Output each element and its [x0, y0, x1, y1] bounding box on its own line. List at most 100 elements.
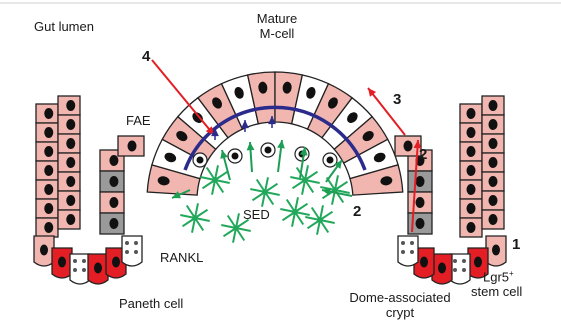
cell-nucleus [467, 165, 476, 176]
granule [134, 250, 138, 254]
cell-nucleus [467, 127, 476, 138]
step-2-lower-number: 2 [353, 203, 361, 220]
lgr5-text: Lgr5 [483, 269, 509, 284]
granule [82, 259, 86, 263]
granule [401, 250, 405, 254]
stem-cell-label: Lgr5+ stem cell [483, 266, 522, 299]
cell-nucleus [467, 203, 476, 214]
crypt-cell [122, 236, 142, 266]
granule [462, 259, 466, 263]
granule [410, 250, 414, 254]
cell-nucleus [66, 157, 75, 168]
cell-nucleus [109, 197, 118, 208]
granule [401, 241, 405, 245]
cell-nucleus [66, 100, 75, 111]
lymphocyte-nucleus [265, 147, 272, 154]
step-3-number: 3 [393, 91, 401, 108]
cell-nucleus [489, 214, 498, 225]
cell-nucleus [44, 146, 53, 157]
lymphocyte-nucleus [327, 157, 334, 164]
rankl-label: RANKL [160, 250, 203, 265]
sed-immune-cells [180, 143, 349, 243]
cell-nucleus [128, 141, 137, 152]
crypt-cell [70, 254, 90, 284]
cell-nucleus [489, 100, 498, 111]
dendritic-cell [302, 177, 308, 183]
lgr5-superscript: + [509, 269, 514, 278]
cell-nucleus [109, 218, 118, 229]
cell-nucleus [489, 138, 498, 149]
cell-nucleus [40, 245, 48, 256]
cell-nucleus [467, 222, 476, 233]
right-villus [395, 96, 504, 237]
crypt-cell [398, 236, 418, 266]
cell-nucleus [109, 176, 118, 187]
cell-nucleus [467, 184, 476, 195]
cell-nucleus [416, 176, 425, 187]
cell-nucleus [66, 176, 75, 187]
step-4-number: 4 [142, 48, 150, 65]
cell-nucleus [489, 157, 498, 168]
lymphocyte-nucleus [197, 157, 204, 164]
gut-lumen-label: Gut lumen [34, 19, 94, 34]
step-2-upper-number: 2 [419, 146, 427, 163]
dendritic-cell [292, 209, 298, 215]
crypt-cell [450, 254, 470, 284]
granule [125, 250, 129, 254]
cell-nucleus [489, 195, 498, 206]
dendritic-cell [212, 177, 218, 183]
cell-nucleus [474, 257, 482, 268]
dendritic-cell [233, 225, 239, 231]
cell-nucleus [112, 257, 120, 268]
cell-nucleus [44, 127, 53, 138]
step-1-number: 1 [512, 236, 520, 253]
granule [73, 268, 77, 272]
cell-nucleus [44, 184, 53, 195]
dome-crypt-line2: crypt [345, 305, 455, 320]
paneth-cell-label: Paneth cell [119, 296, 183, 311]
cell-nucleus [44, 165, 53, 176]
granule [462, 268, 466, 272]
sed-label: SED [243, 207, 270, 222]
cell-nucleus [66, 119, 75, 130]
cell-nucleus [416, 197, 425, 208]
cell-nucleus [44, 222, 53, 233]
left-crypt [34, 236, 142, 284]
cell-nucleus [489, 119, 498, 130]
cell-nucleus [416, 218, 425, 229]
granule [453, 268, 457, 272]
cell-nucleus [58, 257, 66, 268]
cell-nucleus [44, 203, 53, 214]
cell-nucleus [404, 141, 413, 152]
cell-nucleus [489, 176, 498, 187]
stem-cell-text: stem cell [471, 284, 522, 299]
cell-nucleus [492, 245, 500, 256]
dome-epithelium [147, 72, 402, 195]
cell-nucleus [66, 195, 75, 206]
dome-crypt-line1: Dome-associated [345, 290, 455, 305]
mature-mcell-line2: M-cell [247, 26, 307, 41]
mature-mcell-line1: Mature [247, 11, 307, 26]
cell-nucleus [438, 263, 446, 274]
green-arrow-head [247, 142, 255, 150]
granule [73, 259, 77, 263]
cell-nucleus [44, 108, 53, 119]
granule [125, 241, 129, 245]
green-arrow-head [322, 188, 331, 196]
dendritic-cell [317, 217, 323, 223]
dendritic-cell [192, 215, 198, 221]
cell-nucleus [66, 138, 75, 149]
fae-label: FAE [126, 113, 151, 128]
cell-nucleus [420, 257, 428, 268]
dome-crypt-label: Dome-associated crypt [345, 290, 455, 320]
granule [410, 241, 414, 245]
cell-nucleus [467, 146, 476, 157]
granule [453, 259, 457, 263]
mature-mcell-label: Mature M-cell [247, 11, 307, 41]
dendritic-cell [262, 189, 268, 195]
granule [134, 241, 138, 245]
cell-nucleus [467, 108, 476, 119]
cell-nucleus [109, 155, 118, 166]
